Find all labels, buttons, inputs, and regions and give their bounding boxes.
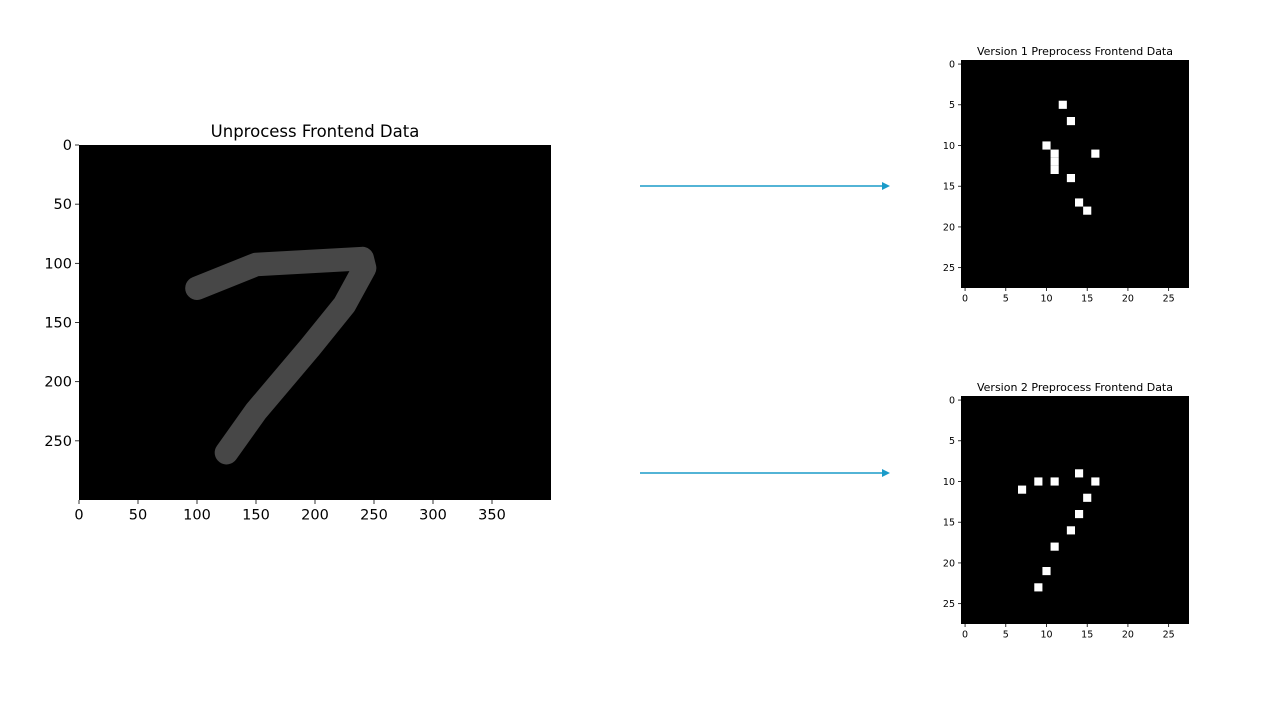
y-tick-label: 150 [44, 316, 72, 332]
y-tick-label: 15 [943, 518, 955, 529]
y-tick-label: 250 [44, 434, 72, 450]
panel-title: Version 2 Preprocess Frontend Data [977, 381, 1173, 394]
y-tick-label: 25 [943, 599, 955, 610]
arrow-top-head [882, 182, 890, 190]
x-tick-label: 25 [1163, 630, 1175, 641]
pixel-cell [1075, 469, 1084, 478]
y-tick-label: 0 [949, 59, 955, 70]
y-tick-label: 5 [949, 436, 955, 447]
x-tick-label: 250 [360, 508, 388, 524]
pixel-cell [1042, 141, 1051, 150]
y-tick-label: 5 [949, 100, 955, 111]
x-tick-label: 15 [1081, 630, 1093, 641]
y-tick-label: 200 [44, 375, 72, 391]
pixel-cell [1066, 174, 1075, 183]
pixel-cell [1058, 100, 1067, 109]
pixel-cell [1091, 149, 1100, 158]
x-tick-label: 0 [74, 508, 83, 524]
x-tick-label: 20 [1122, 294, 1134, 305]
x-tick-label: 15 [1081, 294, 1093, 305]
pixel-cell [1075, 510, 1084, 519]
x-tick-label: 200 [301, 508, 329, 524]
y-tick-label: 0 [63, 138, 72, 154]
x-tick-label: 350 [478, 508, 506, 524]
x-tick-label: 0 [962, 630, 968, 641]
pixel-cell [1018, 485, 1027, 494]
pixel-cell [1075, 198, 1084, 207]
pixel-cell [1050, 542, 1059, 551]
pixel-cell [1034, 477, 1043, 486]
version2-preprocessed-panel: 0 5 10 15 20 25 0 5 10 15 20 25 Version 2 Preprocess… [943, 381, 1189, 641]
x-tick-label: 5 [1003, 630, 1009, 641]
x-tick-label: 50 [129, 508, 147, 524]
panel-title: Unprocess Frontend Data [211, 122, 420, 141]
pixel-cell [1034, 583, 1043, 592]
pixel-cell [1091, 477, 1100, 486]
pixel-cell [1050, 477, 1059, 486]
x-tick-label: 5 [1003, 294, 1009, 305]
y-tick-label: 20 [943, 558, 955, 569]
x-tick-label: 10 [1040, 294, 1052, 305]
y-tick-label: 20 [943, 222, 955, 233]
y-tick-label: 0 [949, 395, 955, 406]
arrow-top [640, 182, 890, 190]
x-tick-label: 150 [242, 508, 270, 524]
pixel-cell [1042, 567, 1051, 576]
y-tick-label: 25 [943, 263, 955, 274]
x-tick-label: 300 [419, 508, 447, 524]
digit-stroke [185, 246, 377, 465]
pixel-cell [1083, 206, 1092, 215]
arrow-bottom [640, 469, 890, 477]
panel-title: Version 1 Preprocess Frontend Data [977, 45, 1173, 58]
arrow-bottom-head [882, 469, 890, 477]
pixel-cell [1050, 157, 1059, 166]
y-tick-label: 15 [943, 182, 955, 193]
pixel-cell [1083, 493, 1092, 502]
x-tick-label: 25 [1163, 294, 1175, 305]
x-tick-label: 0 [962, 294, 968, 305]
y-tick-label: 50 [54, 197, 72, 213]
pixel-cell [1050, 165, 1059, 174]
version1-preprocessed-panel: 0 5 10 15 20 25 0 5 10 15 20 25 Version 1 Preprocess… [943, 45, 1189, 305]
y-tick-label: 10 [943, 477, 955, 488]
y-tick-label: 100 [44, 256, 72, 272]
pixel-cell [1066, 117, 1075, 126]
x-tick-label: 100 [183, 508, 211, 524]
pixel-cell [1050, 149, 1059, 158]
x-tick-label: 10 [1040, 630, 1052, 641]
pixel-cell [1066, 526, 1075, 535]
y-tick-label: 10 [943, 141, 955, 152]
unprocessed-image-panel: 0 50 100 150 200 250 300 350 0 50 100 150 200 250 Unpr… [44, 122, 551, 524]
x-tick-label: 20 [1122, 630, 1134, 641]
